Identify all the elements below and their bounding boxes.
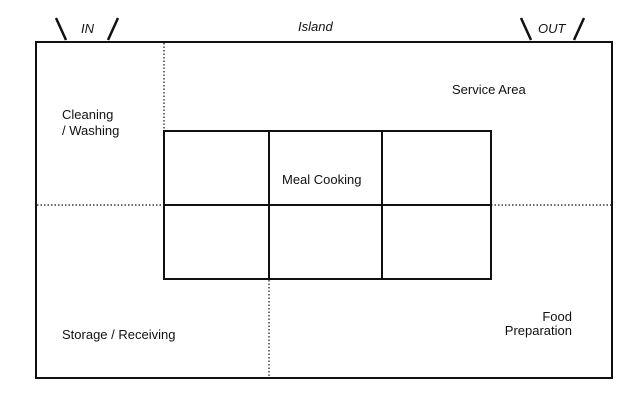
island-label: Island [298, 19, 333, 34]
in-label: IN [81, 21, 94, 36]
storage-receiving-label: Storage / Receiving [62, 327, 176, 342]
meal-cooking-label: Meal Cooking [282, 172, 362, 187]
room-outline [35, 41, 613, 379]
service-area-label: Service Area [452, 82, 526, 97]
cleaning-washing-label-line1: Cleaning [62, 107, 114, 122]
in-door-left-mark [54, 17, 68, 41]
out-label: OUT [538, 21, 566, 36]
food-preparation-label-line2: Preparation [504, 323, 572, 338]
cleaning-washing-label-line2: / Washing [62, 123, 120, 138]
food-preparation-label-line1: Food [542, 309, 572, 324]
in-door-right-mark [106, 17, 120, 41]
out-door-left-mark [519, 17, 533, 41]
out-door-right-mark [572, 17, 586, 41]
